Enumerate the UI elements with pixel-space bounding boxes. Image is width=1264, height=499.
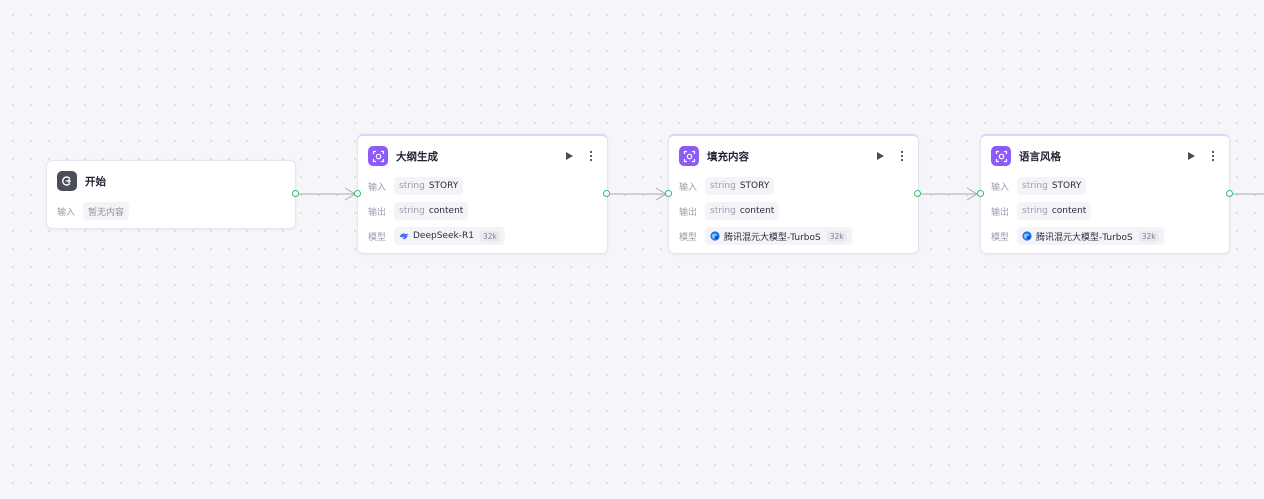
outline-output-row: 输出 string content <box>368 201 599 221</box>
play-icon <box>565 152 573 160</box>
output-label: 输出 <box>991 207 1010 218</box>
model-chip: DeepSeek-R1 32k <box>394 227 505 245</box>
language-style-input-port[interactable] <box>977 190 984 197</box>
input-variable-chip: string STORY <box>394 177 464 195</box>
model-name: 腾讯混元大模型-TurboS <box>1036 232 1133 243</box>
language-style-node-header: 语言风格 <box>991 145 1219 167</box>
output-variable-chip: string content <box>1017 202 1092 220</box>
fill-content-node-title: 填充内容 <box>707 150 749 163</box>
outline-input-row: 输入 string STORY <box>368 176 599 196</box>
context-length-badge: 32k <box>826 230 847 242</box>
output-variable-chip: string content <box>394 202 469 220</box>
play-icon <box>1187 152 1195 160</box>
outline-output-port[interactable] <box>603 190 610 197</box>
more-vertical-icon <box>1211 150 1215 162</box>
outline-input-port[interactable] <box>354 190 361 197</box>
input-type: string <box>710 181 736 191</box>
outline-node-header: 大纲生成 <box>368 145 597 167</box>
language-style-node-title: 语言风格 <box>1019 150 1061 163</box>
context-length-badge: 32k <box>1138 230 1159 242</box>
run-node-button[interactable] <box>1185 149 1197 163</box>
model-name: DeepSeek-R1 <box>413 231 474 241</box>
input-label: 输入 <box>57 207 76 218</box>
output-variable-name: content <box>1051 206 1087 216</box>
play-icon <box>876 152 884 160</box>
outline-node-title: 大纲生成 <box>396 150 438 163</box>
output-type: string <box>399 206 425 216</box>
run-node-button[interactable] <box>563 149 575 163</box>
input-label: 输入 <box>368 182 387 193</box>
run-node-button[interactable] <box>874 149 886 163</box>
output-type: string <box>710 206 736 216</box>
output-type: string <box>1022 206 1048 216</box>
start-input-row: 输入 暂无内容 <box>57 201 287 221</box>
fill-content-output-port[interactable] <box>914 190 921 197</box>
output-variable-chip: string content <box>705 202 780 220</box>
edge-fill-style[interactable] <box>921 187 978 201</box>
edge-outline-fill[interactable] <box>610 187 667 201</box>
language-style-input-row: 输入 string STORY <box>991 176 1221 196</box>
model-label: 模型 <box>991 232 1010 243</box>
start-output-port[interactable] <box>292 190 299 197</box>
language-style-output-row: 输出 string content <box>991 201 1221 221</box>
edge-start-outline[interactable] <box>299 187 356 201</box>
start-node-title: 开始 <box>85 175 106 188</box>
outline-model-row: 模型 DeepSeek-R1 32k <box>368 226 599 246</box>
fill-content-node-header: 填充内容 <box>679 145 908 167</box>
empty-input-chip: 暂无内容 <box>83 202 130 220</box>
fill-content-model-row: 模型 腾讯混元大模型-TurboS 32k <box>679 226 910 246</box>
model-label: 模型 <box>368 232 387 243</box>
input-type: string <box>399 181 425 191</box>
model-name: 腾讯混元大模型-TurboS <box>724 232 821 243</box>
output-variable-name: content <box>428 206 464 216</box>
hunyuan-globe-icon <box>710 231 720 241</box>
context-length-badge: 32k <box>479 230 500 242</box>
model-label: 模型 <box>679 232 698 243</box>
model-chip: 腾讯混元大模型-TurboS 32k <box>1017 227 1164 245</box>
model-chip: 腾讯混元大模型-TurboS 32k <box>705 227 852 245</box>
hunyuan-globe-icon <box>1022 231 1032 241</box>
empty-input-text: 暂无内容 <box>88 207 125 218</box>
input-variable-chip: string STORY <box>705 177 775 195</box>
llm-node-icon <box>368 146 388 166</box>
outline-node[interactable]: 大纲生成 输入 string STORY 输出 str <box>357 134 608 254</box>
input-label: 输入 <box>991 182 1010 193</box>
more-options-button[interactable] <box>896 149 908 163</box>
more-vertical-icon <box>589 150 593 162</box>
start-icon <box>57 171 77 191</box>
input-type: string <box>1022 181 1048 191</box>
fill-content-output-row: 输出 string content <box>679 201 910 221</box>
output-label: 输出 <box>368 207 387 218</box>
input-variable-name: STORY <box>1051 181 1082 191</box>
llm-node-icon <box>991 146 1011 166</box>
fill-content-input-port[interactable] <box>665 190 672 197</box>
start-node-header: 开始 <box>57 170 285 192</box>
language-style-model-row: 模型 腾讯混元大模型-TurboS 32k <box>991 226 1221 246</box>
more-vertical-icon <box>900 150 904 162</box>
input-variable-chip: string STORY <box>1017 177 1087 195</box>
language-style-output-port[interactable] <box>1226 190 1233 197</box>
fill-content-node[interactable]: 填充内容 输入 string STORY 输出 str <box>668 134 919 254</box>
llm-node-icon <box>679 146 699 166</box>
more-options-button[interactable] <box>1207 149 1219 163</box>
input-variable-name: STORY <box>428 181 459 191</box>
language-style-node[interactable]: 语言风格 输入 string STORY 输出 str <box>980 134 1230 254</box>
more-options-button[interactable] <box>585 149 597 163</box>
input-variable-name: STORY <box>739 181 770 191</box>
output-label: 输出 <box>679 207 698 218</box>
input-label: 输入 <box>679 182 698 193</box>
deepseek-whale-icon <box>400 233 409 240</box>
output-variable-name: content <box>739 206 775 216</box>
fill-content-input-row: 输入 string STORY <box>679 176 910 196</box>
start-node[interactable]: 开始 输入 暂无内容 <box>46 160 296 229</box>
